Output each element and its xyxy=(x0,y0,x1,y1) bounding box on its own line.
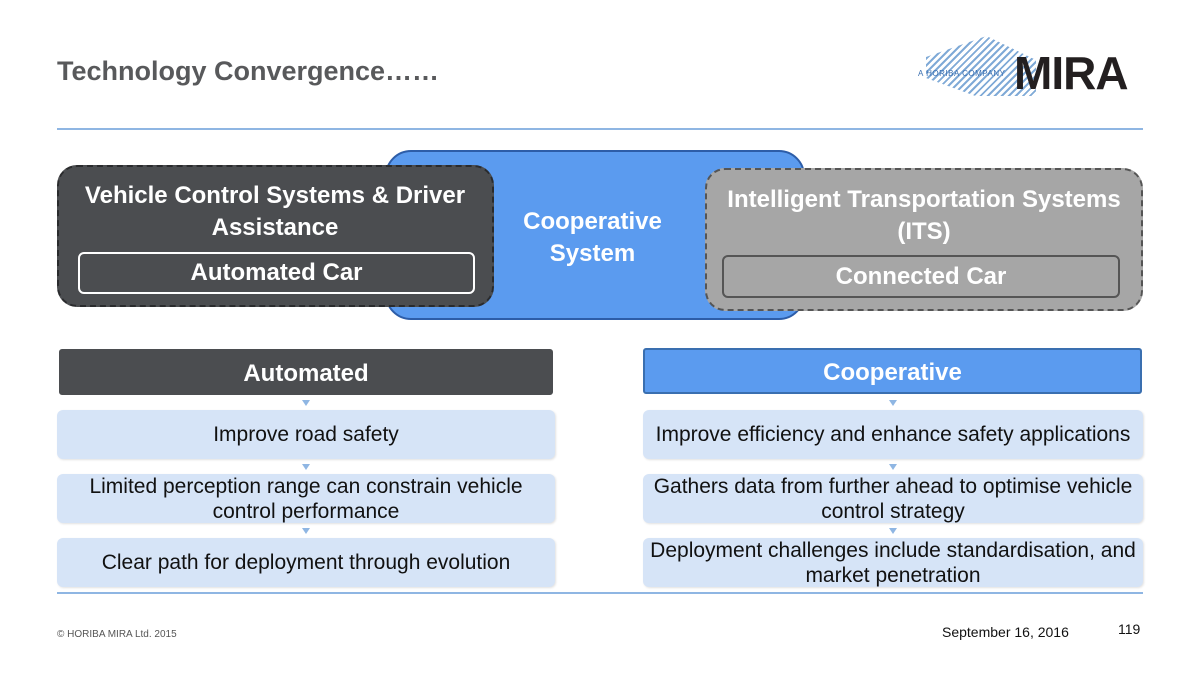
company-logo: A HORIBA COMPANY MIRA xyxy=(918,36,1143,98)
cooperative-item: Deployment challenges include standardis… xyxy=(643,538,1143,587)
vehicle-control-title: Vehicle Control Systems & Driver Assista… xyxy=(84,182,466,241)
copyright-text: © HORIBA MIRA Ltd. 2015 xyxy=(57,629,177,640)
automated-item: Limited perception range can constrain v… xyxy=(57,474,555,523)
automated-car-label: Automated Car xyxy=(78,252,475,294)
logo-tagline: A HORIBA COMPANY xyxy=(918,69,1006,78)
arrow-down-icon xyxy=(889,528,897,534)
page-number: 119 xyxy=(1118,621,1141,637)
automated-item: Clear path for deployment through evolut… xyxy=(57,538,555,587)
page-title: Technology Convergence…… xyxy=(57,56,440,86)
arrow-down-icon xyxy=(889,400,897,406)
cooperative-header: Cooperative xyxy=(643,348,1142,394)
arrow-down-icon xyxy=(302,528,310,534)
vehicle-control-box xyxy=(57,165,494,307)
logo-wordmark: MIRA xyxy=(1014,47,1129,99)
slide-date: September 16, 2016 xyxy=(942,624,1069,640)
cooperative-item: Improve efficiency and enhance safety ap… xyxy=(643,410,1143,459)
automated-header: Automated xyxy=(59,349,553,395)
automated-item: Improve road safety xyxy=(57,410,555,459)
arrow-down-icon xyxy=(889,464,897,470)
footer-divider xyxy=(57,592,1143,594)
cooperative-item: Gathers data from further ahead to optim… xyxy=(643,474,1143,523)
its-title: Intelligent Transportation Systems (ITS) xyxy=(727,186,1121,245)
connected-car-label: Connected Car xyxy=(722,255,1120,298)
arrow-down-icon xyxy=(302,464,310,470)
arrow-down-icon xyxy=(302,400,310,406)
header-divider xyxy=(57,128,1143,130)
cooperative-system-label: Cooperative System xyxy=(523,208,662,267)
